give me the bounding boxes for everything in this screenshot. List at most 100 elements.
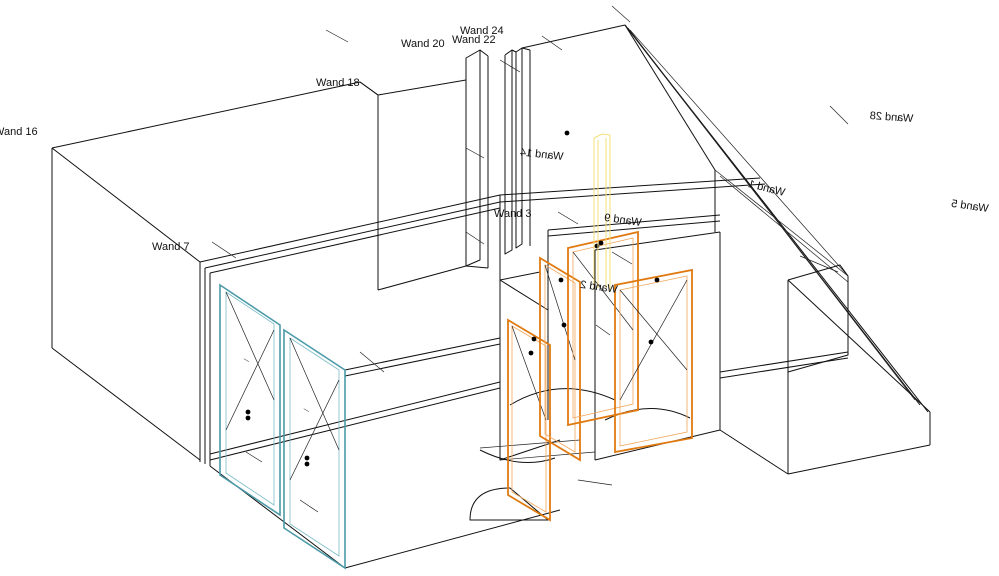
minor-mark-12 [577,479,613,486]
left-door-2-diag2 [289,379,340,481]
middle-back-block [359,49,481,267]
center-door-group[interactable] [507,130,693,522]
right-block-base [787,444,931,475]
label-wand-1: Wand 1 [747,178,786,199]
left-door-1-frame[interactable] [219,283,281,517]
middle-block-edge [479,49,489,57]
label-wand-7: Wand 7 [152,241,190,253]
center-door-2-diag [544,264,576,361]
left-block-front-top [51,147,201,263]
minor-mark-8 [359,351,385,373]
roof-horizontal [499,177,761,196]
minor-mark-13 [611,251,633,265]
roof-ridge [521,24,626,49]
minor-mark-15 [299,499,319,513]
mid-wall-rail2 [344,343,501,377]
minor-mark-4 [499,59,521,73]
front-floor-long [344,509,561,569]
center-door-3-frame[interactable] [567,230,639,427]
left-door-2-frame[interactable] [283,328,346,570]
center-door-point-4 [558,277,564,283]
door-swing-1 [469,487,549,521]
label-wand-28: Wand 28 [869,110,913,125]
right-mid-rail2 [719,357,849,379]
right-block-bottom [719,429,789,475]
minor-mark-16 [245,451,263,463]
center-door-4-diag [619,289,688,371]
roof-horizontal2 [499,183,766,203]
minor-mark-5 [465,147,485,159]
wall-labels: Wand 16 Wand 18 Wand 20 Wand 22 Wand 24 … [0,25,989,296]
minor-mark-2 [541,35,563,51]
column-b [515,47,523,249]
center-door-4-inner [619,275,688,447]
center-door-2-inner [544,264,576,453]
center-door-2-frame[interactable] [539,256,581,462]
outer-shell [51,24,931,569]
minor-mark-1 [325,29,349,43]
center-door-point-3 [561,322,567,328]
center-door-point-7 [648,339,654,345]
door-swing-3 [479,449,556,463]
minor-mark-11 [799,255,839,273]
center-door-4-diag2 [619,279,688,401]
left-door-1-diag2 [225,329,275,431]
middle-back-bottom [377,265,467,291]
minor-mark-9 [557,211,579,225]
center-door-point-5 [598,240,604,246]
label-wand-24: Wand 24 [460,25,504,37]
minor-mark-7 [211,241,237,259]
center-door-3-inner [572,237,634,419]
center-door-4-frame[interactable] [614,268,693,454]
label-wand-2: Wand 2 [579,279,618,296]
floor-line-1 [479,439,581,449]
left-door-point-4 [304,461,310,467]
roof-slope-4 [629,29,849,277]
left-door-2-diag [289,337,340,451]
left-door-1-inner [225,291,275,506]
inner-right-top [594,231,721,251]
minor-mark-6 [465,231,485,245]
minor-mark-14 [595,324,611,336]
left-block-bottom-edge [51,347,201,461]
roof-front-edge [624,24,716,171]
label-wand-3: Wand 3 [494,208,532,220]
right-block [787,264,849,373]
door-swing-2 [509,388,616,406]
chimney-top [593,133,611,139]
front-top-long [209,387,501,461]
label-wand-16: Wand 16 [0,126,38,138]
left-block-inner-top3 [209,207,501,274]
center-door-point-8 [654,277,660,283]
front-top-long2 [209,381,501,455]
upper-point [564,130,570,136]
roof-horizontal4 [547,220,721,237]
right-block-top [787,279,931,413]
column-top-link [511,49,517,53]
mid-wall-rail [344,337,501,371]
right-mid-rail [719,351,849,373]
label-wand-14: Wand 14 [519,146,564,162]
left-door-point-3 [304,455,310,461]
label-wand-22: Wand 22 [452,34,496,46]
label-wand-5: Wand 5 [950,198,989,215]
left-door-1-diag [225,291,275,401]
left-block-inner-top [199,194,501,263]
left-block-inner-top2 [204,201,501,269]
left-door-point-2 [245,415,251,421]
center-door-3-diag [572,251,634,331]
column-top-link2 [521,47,531,51]
left-door-point-1 [245,409,251,415]
center-door-1-frame[interactable] [507,318,551,522]
minor-mark-10 [829,105,849,125]
center-door-point-6 [594,243,600,249]
left-door-group[interactable]: ― ― [219,283,346,570]
roof-diag-b [719,175,849,283]
column-a [504,49,513,255]
left-door-2-inner [289,337,340,557]
center-door-point-2 [531,336,537,342]
label-wand-20: Wand 20 [401,38,445,50]
label-wand-9: Wand 9 [603,212,642,229]
